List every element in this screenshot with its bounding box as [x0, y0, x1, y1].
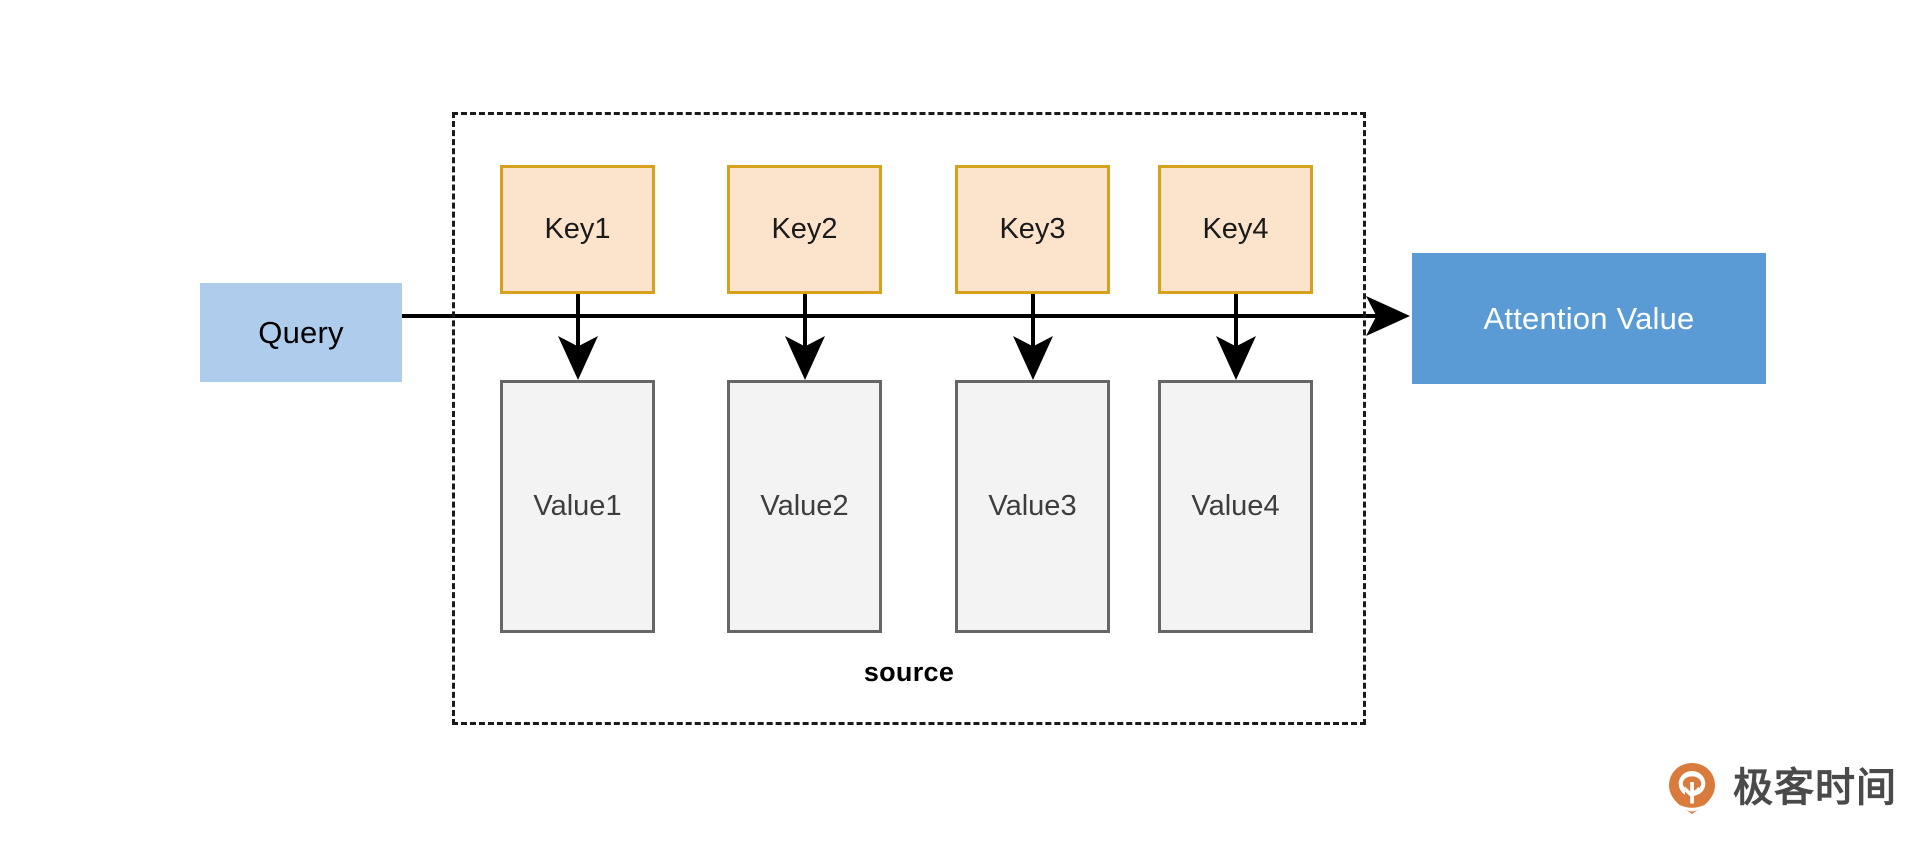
key-node-1[interactable]: Key1 [500, 165, 655, 294]
value-node-1[interactable]: Value1 [500, 380, 655, 633]
value-node-4[interactable]: Value4 [1158, 380, 1313, 633]
value-node-2[interactable]: Value2 [727, 380, 882, 633]
key-node-1-label: Key1 [544, 213, 611, 245]
watermark-brand-text: 极客时间 [1733, 765, 1897, 811]
attention-value-node[interactable]: Attention Value [1412, 253, 1766, 384]
source-region-frame [452, 112, 1366, 725]
geektime-logo-icon [1664, 760, 1720, 816]
query-node-label: Query [258, 314, 344, 350]
query-node[interactable]: Query [200, 283, 402, 382]
value-node-2-label: Value2 [760, 490, 849, 522]
watermark-logo: 极客时间 [1664, 760, 1897, 816]
value-node-4-label: Value4 [1191, 490, 1280, 522]
source-label: source [863, 657, 955, 687]
key-node-3-label: Key3 [999, 213, 1066, 245]
value-node-3-label: Value3 [988, 490, 1077, 522]
key-node-3[interactable]: Key3 [955, 165, 1110, 294]
key-node-2-label: Key2 [771, 213, 838, 245]
attention-value-node-label: Attention Value [1483, 300, 1695, 336]
value-node-1-label: Value1 [533, 490, 622, 522]
key-node-2[interactable]: Key2 [727, 165, 882, 294]
key-node-4[interactable]: Key4 [1158, 165, 1313, 294]
value-node-3[interactable]: Value3 [955, 380, 1110, 633]
key-node-4-label: Key4 [1202, 213, 1269, 245]
